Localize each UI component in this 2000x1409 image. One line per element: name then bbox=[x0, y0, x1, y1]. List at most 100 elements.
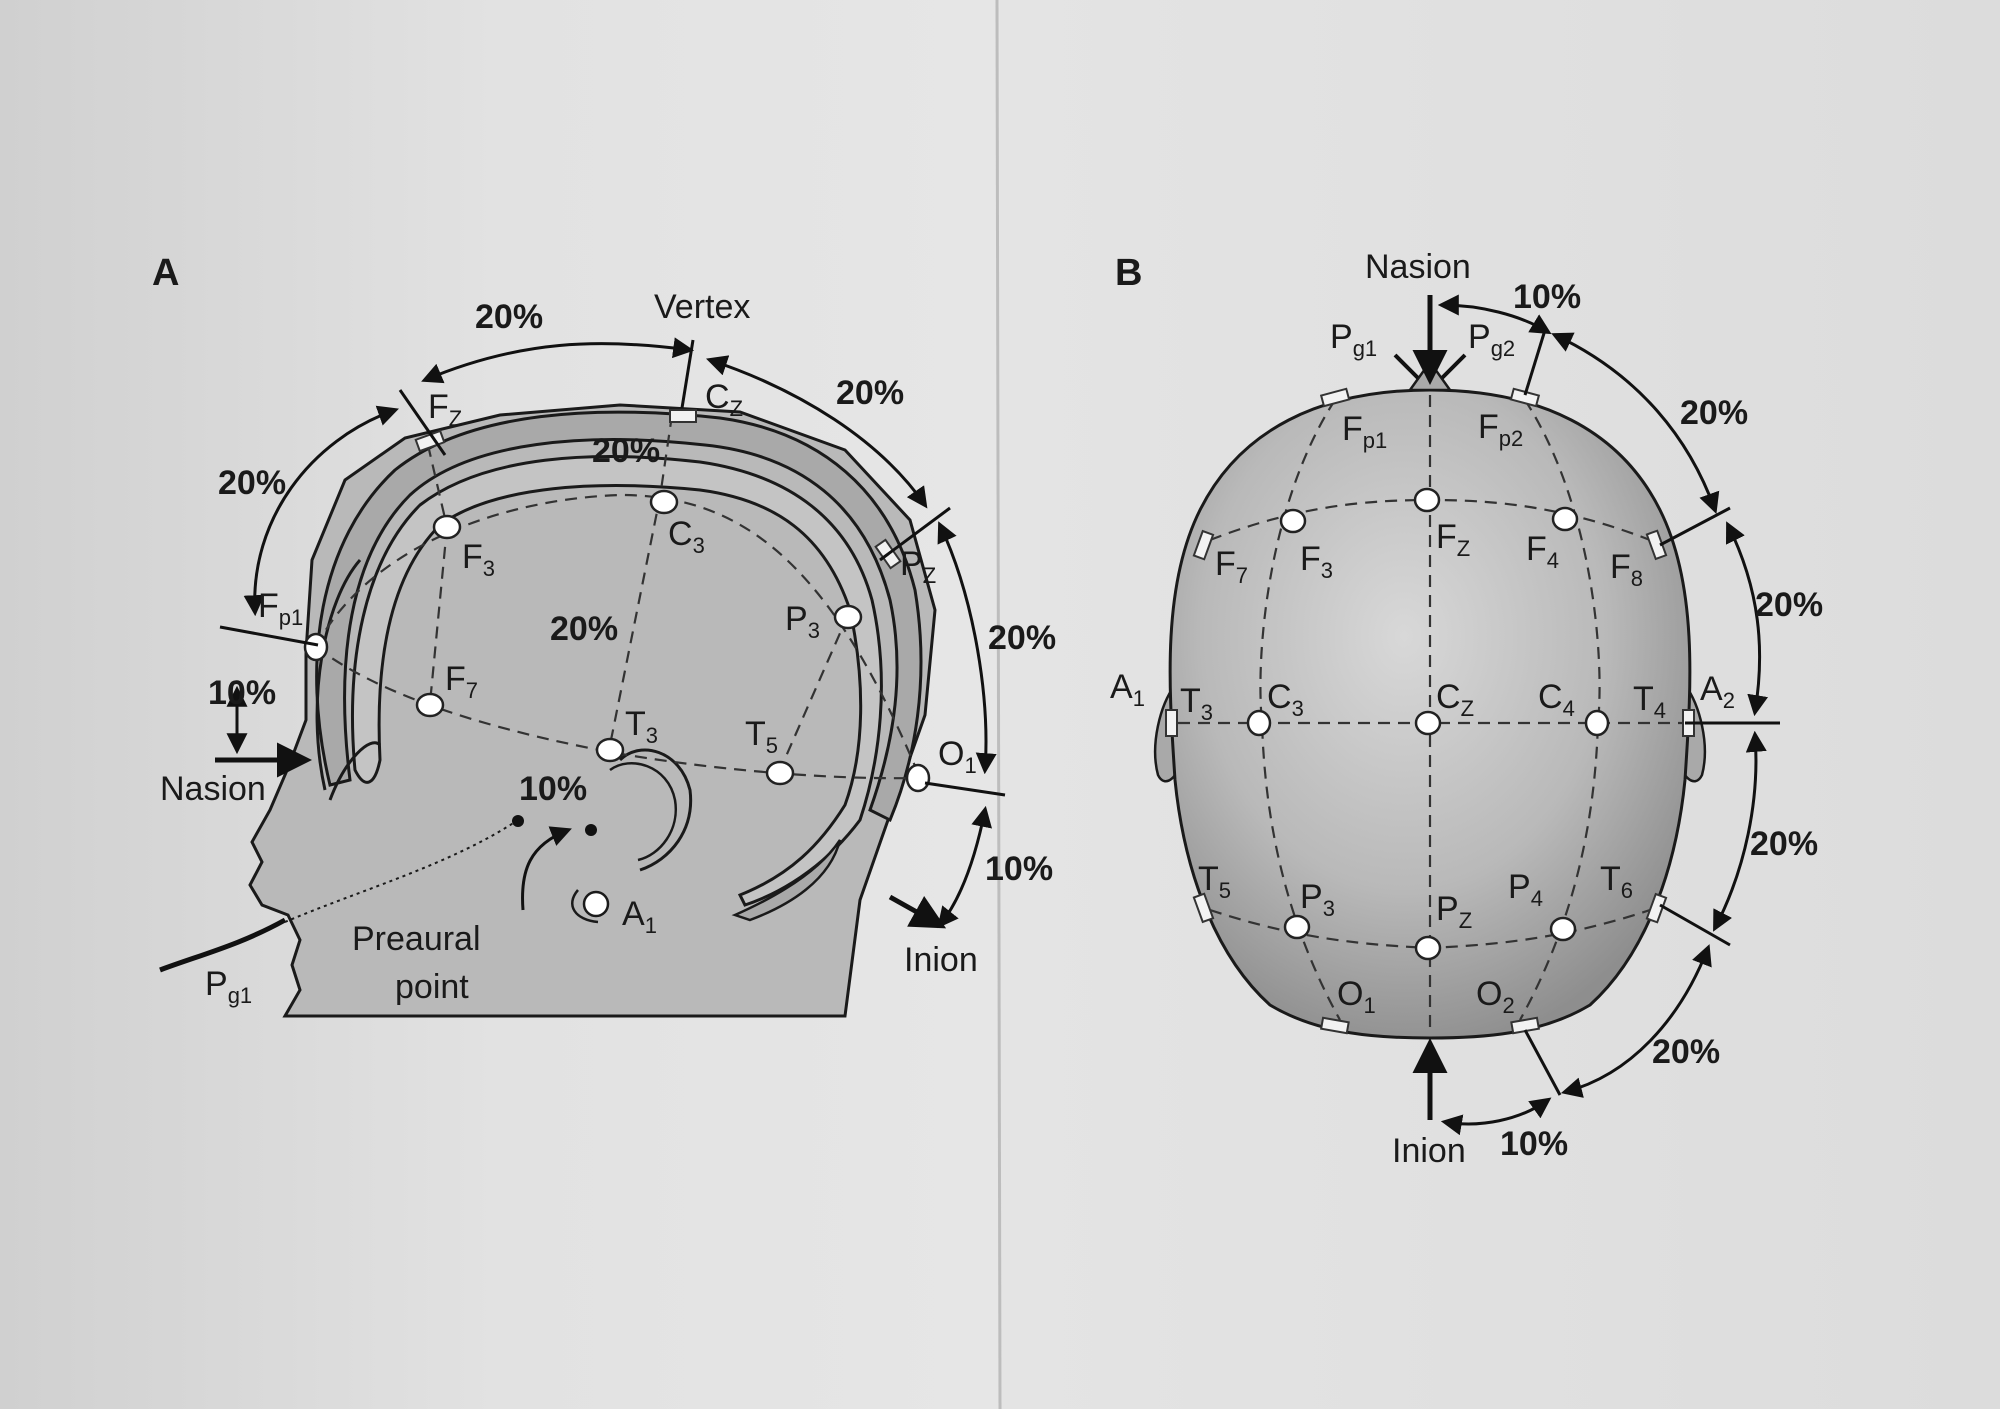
pct-cz-pz: 20% bbox=[836, 374, 904, 412]
pz-electrode-b bbox=[1414, 935, 1442, 961]
p3-t5-line bbox=[778, 614, 850, 771]
temporal-dashed-line bbox=[315, 646, 921, 780]
arc-o2-inion bbox=[1440, 1097, 1552, 1136]
page-fold bbox=[995, 0, 1002, 1409]
b-label-pz: PZ bbox=[1436, 890, 1472, 933]
ear-lobe bbox=[571, 889, 599, 924]
arc-fp2-f8 bbox=[1551, 332, 1720, 514]
a-label-f7: F7 bbox=[445, 660, 478, 703]
pct-preauricular: 10% bbox=[519, 770, 587, 808]
o1-electrode bbox=[905, 763, 931, 793]
nasion-label-b: Nasion bbox=[1365, 248, 1471, 286]
a-label-pg1: Pg1 bbox=[205, 965, 252, 1008]
preauricular-label-2: point bbox=[395, 968, 469, 1006]
fp1-tick bbox=[219, 625, 319, 647]
t3-electrode bbox=[595, 737, 625, 763]
fz-tick bbox=[398, 389, 447, 456]
arc-nasion-fp2 bbox=[1437, 294, 1552, 335]
pct-b-lower: 20% bbox=[1652, 1033, 1720, 1071]
a-label-t5: T5 bbox=[745, 715, 778, 758]
pg1-dotted bbox=[284, 819, 519, 923]
panel-b: B bbox=[1110, 248, 1823, 1170]
f3-electrode-b bbox=[1279, 508, 1307, 534]
a1-ear-electrode bbox=[582, 890, 610, 918]
ear bbox=[618, 748, 693, 872]
c3-electrode-b bbox=[1246, 709, 1272, 737]
a-label-a1: A1 bbox=[622, 895, 657, 938]
inion-label-a: Inion bbox=[904, 941, 978, 979]
f4-electrode-b bbox=[1551, 506, 1579, 532]
b-label-pg1: Pg1 bbox=[1330, 318, 1377, 361]
p3-electrode bbox=[833, 604, 863, 630]
b-label-f7: F7 bbox=[1215, 545, 1248, 588]
panel-b-letter: B bbox=[1115, 252, 1142, 294]
fp1-electrode bbox=[303, 632, 329, 662]
b-label-c3: C3 bbox=[1267, 678, 1304, 721]
b-label-pg2: Pg2 bbox=[1468, 318, 1515, 361]
b-label-cz: CZ bbox=[1436, 678, 1474, 721]
arc-o1-inion bbox=[937, 805, 992, 929]
t6-pad bbox=[1645, 892, 1668, 924]
preauricular-label-1: Preaural bbox=[352, 920, 481, 958]
preauricular-dot-1 bbox=[512, 815, 524, 827]
a-label-fz: FZ bbox=[428, 388, 462, 431]
b-label-t4: T4 bbox=[1633, 680, 1666, 723]
pct-fz-cz: 20% bbox=[475, 298, 543, 336]
panel-a: A bbox=[152, 252, 1056, 1018]
cz-pad bbox=[669, 409, 697, 423]
pct-pz-o1: 20% bbox=[988, 619, 1056, 657]
arc-fp1-fz bbox=[243, 405, 399, 617]
a-label-c3: C3 bbox=[668, 515, 705, 558]
a-label-f3: F3 bbox=[462, 538, 495, 581]
b-label-p4: P4 bbox=[1508, 868, 1543, 911]
b-label-a1: A1 bbox=[1110, 668, 1145, 711]
a-label-p3: P3 bbox=[785, 600, 820, 643]
pct-b-upper: 20% bbox=[1680, 394, 1748, 432]
preauricular-arrow bbox=[521, 826, 572, 911]
a-label-fp1: Fp1 bbox=[258, 587, 303, 630]
c3-electrode bbox=[649, 489, 679, 515]
a-label-o1: O1 bbox=[938, 735, 977, 778]
b-label-fp2: Fp2 bbox=[1478, 408, 1523, 451]
inion-arrow bbox=[888, 894, 947, 929]
o1-pad bbox=[1319, 1016, 1350, 1035]
pct-inner-mid: 20% bbox=[550, 610, 618, 648]
t5-pad bbox=[1192, 892, 1215, 924]
pct-b-top: 10% bbox=[1513, 278, 1581, 316]
t6-tick bbox=[1659, 903, 1731, 947]
b-label-t6: T6 bbox=[1600, 860, 1633, 903]
t3-pad bbox=[1165, 709, 1178, 737]
c4-electrode-b bbox=[1584, 709, 1610, 737]
a-label-t3: T3 bbox=[625, 705, 658, 748]
inion-label-b: Inion bbox=[1392, 1132, 1466, 1170]
f7-electrode bbox=[415, 692, 445, 718]
fp1-pad bbox=[1319, 387, 1351, 408]
cz-electrode-b bbox=[1414, 710, 1442, 736]
ear-inner bbox=[609, 762, 678, 862]
f3-electrode bbox=[432, 514, 462, 540]
fz-pad bbox=[414, 429, 446, 453]
pct-b-bottom: 10% bbox=[1500, 1125, 1568, 1163]
arc-cz-pz bbox=[706, 355, 928, 509]
b-label-f4: F4 bbox=[1526, 530, 1559, 573]
b-label-p3: P3 bbox=[1300, 878, 1335, 921]
b-label-a2: A2 bbox=[1700, 670, 1735, 713]
pct-b-mid-upper: 20% bbox=[1755, 586, 1823, 624]
arc-t4-t6 bbox=[1713, 730, 1767, 932]
b-label-fp1: Fp1 bbox=[1342, 410, 1387, 453]
b-label-o2: O2 bbox=[1476, 975, 1515, 1018]
fp2-tick bbox=[1523, 329, 1547, 396]
vertex-label: Vertex bbox=[654, 288, 750, 326]
b-label-o1: O1 bbox=[1337, 975, 1376, 1018]
occipital-curve bbox=[731, 839, 842, 922]
f7-pad bbox=[1192, 529, 1215, 561]
o1-tick bbox=[924, 781, 1006, 797]
scalp-band bbox=[315, 410, 923, 823]
fz-f3-line bbox=[426, 444, 449, 528]
f3-f7-line bbox=[428, 526, 449, 704]
pg1-wire bbox=[159, 917, 287, 973]
a-label-cz: CZ bbox=[705, 378, 743, 421]
o2-tick bbox=[1523, 1029, 1562, 1096]
